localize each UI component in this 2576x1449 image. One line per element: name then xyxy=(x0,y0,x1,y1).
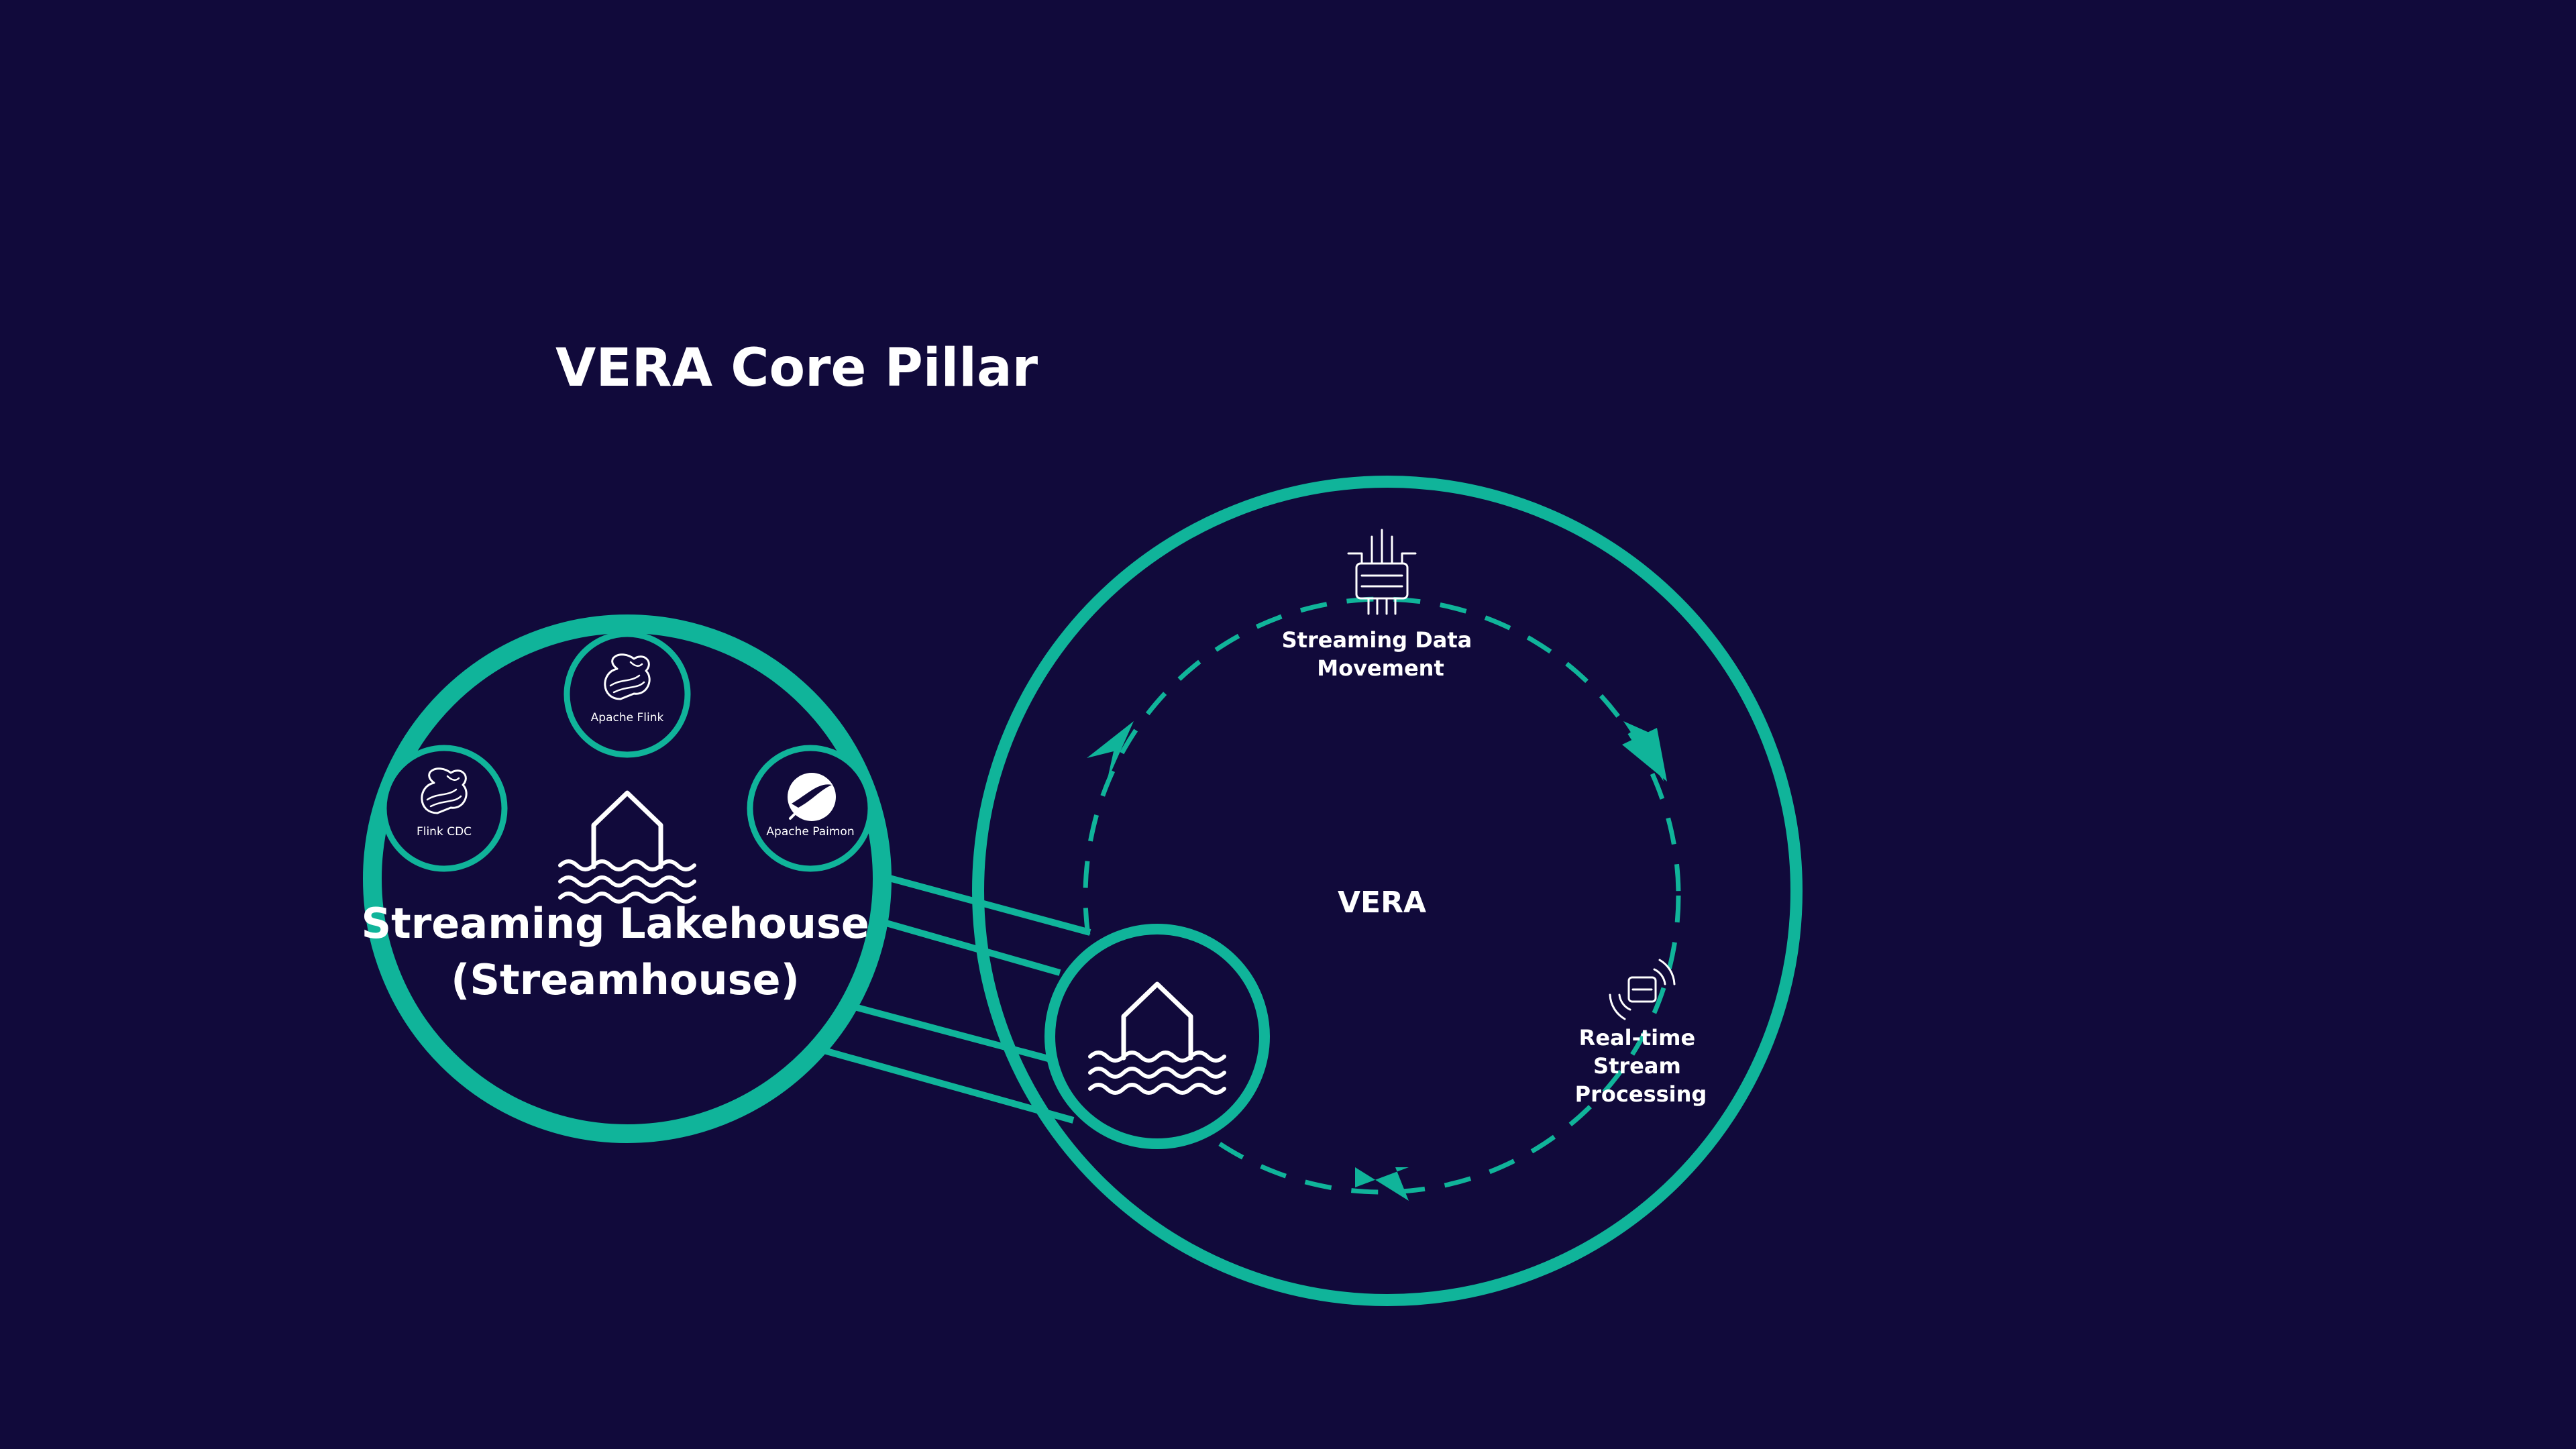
data-movement-line1: Streaming Data xyxy=(1282,627,1472,653)
streamhouse-line2: (Streamhouse) xyxy=(451,955,800,1004)
paimon-logo-icon xyxy=(788,773,836,821)
data-movement-icon xyxy=(1347,529,1417,615)
stream-processing-line2: Stream xyxy=(1593,1053,1681,1079)
streamhouse-line1: Streaming Lakehouse xyxy=(361,899,869,948)
apache-flink-label: Apache Flink xyxy=(591,711,664,724)
flink-cdc-badge: Flink CDC xyxy=(380,745,508,872)
streamhouse-title: Streaming Lakehouse (Streamhouse) xyxy=(361,899,883,1004)
stream-processing-icon xyxy=(1609,959,1676,1020)
vera-center-label: VERA xyxy=(1338,885,1426,920)
cycle-arrow xyxy=(1355,1167,1409,1201)
stream-processing-line3: Processing xyxy=(1575,1081,1707,1107)
data-movement-line2: Movement xyxy=(1317,655,1444,681)
cycle-arrow xyxy=(1087,721,1134,782)
vera-dashed-cycle xyxy=(1083,596,1681,1195)
cycle-arrow xyxy=(1622,721,1667,782)
page-title: VERA Core Pillar xyxy=(555,338,1038,398)
vera-cycle-ring xyxy=(972,476,1803,1306)
stream-processing-line1: Real-time xyxy=(1579,1025,1696,1051)
apache-flink-badge: Apache Flink xyxy=(564,631,691,758)
apache-paimon-badge: Apache Paimon xyxy=(747,745,874,872)
lakehouse-link-circle xyxy=(1044,924,1270,1149)
stream-processing-label: Real-time Stream Processing xyxy=(1575,1025,1707,1107)
apache-paimon-label: Apache Paimon xyxy=(766,825,854,839)
data-movement-label: Streaming Data Movement xyxy=(1282,627,1480,681)
flink-cdc-label: Flink CDC xyxy=(417,825,472,839)
